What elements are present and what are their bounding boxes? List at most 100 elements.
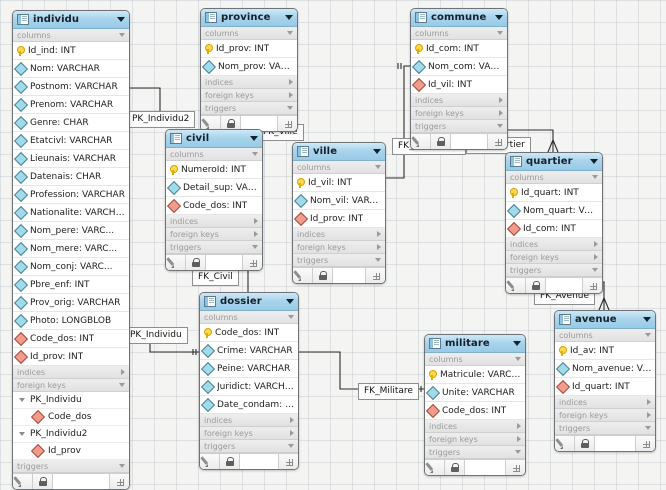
lock-button[interactable]	[526, 278, 546, 293]
relationship-label-pk-individu[interactable]: PK_Individu	[124, 327, 188, 344]
column-row[interactable]: Profession: VARCHAR	[13, 186, 129, 204]
table-header-avenue[interactable]: avenue	[555, 311, 655, 329]
section-indices[interactable]: indices	[200, 414, 298, 427]
column-row[interactable]: Code_dos: INT	[425, 402, 525, 420]
column-row[interactable]: Id_com: INT	[411, 40, 507, 58]
edit-button[interactable]	[293, 268, 313, 283]
section-triggers[interactable]: triggers	[411, 120, 507, 133]
relationship-label-fk-civil[interactable]: FK_Civil	[192, 269, 239, 286]
column-row[interactable]: Lieunais: VARCHAR	[13, 150, 129, 168]
foreign-key-column-row[interactable]: Code_dos	[13, 409, 129, 426]
column-row[interactable]: Id_prov: INT	[201, 40, 297, 58]
section-foreign-keys[interactable]: foreign keys	[425, 433, 525, 446]
column-row[interactable]: Nationalite: VARCHAR	[13, 204, 129, 222]
column-row[interactable]: Matricule: VARCHAR	[425, 366, 525, 384]
table-footer-toolbar[interactable]	[13, 473, 129, 489]
column-row[interactable]: Id_quart: INT	[506, 184, 602, 202]
table-footer-toolbar[interactable]	[555, 435, 655, 451]
resize-handle[interactable]	[279, 457, 298, 466]
section-triggers[interactable]: triggers	[166, 241, 262, 254]
section-indices[interactable]: indices	[425, 420, 525, 433]
resize-handle[interactable]	[636, 439, 655, 448]
column-row[interactable]: NumeroId: INT	[166, 161, 262, 179]
chevron-down-icon[interactable]	[286, 299, 294, 304]
lock-button[interactable]	[575, 436, 595, 451]
column-row[interactable]: Genre: CHAR	[13, 114, 129, 132]
column-row[interactable]: Id_vil: INT	[411, 76, 507, 94]
column-row[interactable]: Pbre_enf: INT	[13, 276, 129, 294]
lock-button[interactable]	[431, 134, 451, 149]
edit-button[interactable]	[555, 436, 575, 451]
section-columns[interactable]: columns	[201, 27, 297, 40]
section-foreign-keys[interactable]: foreign keys	[201, 89, 297, 102]
section-foreign-keys[interactable]: foreign keys	[506, 251, 602, 264]
column-row[interactable]: Nom: VARCHAR	[13, 60, 129, 78]
table-header-province[interactable]: province	[201, 9, 297, 27]
column-row[interactable]: Nom_pere: VARC...	[13, 222, 129, 240]
section-columns[interactable]: columns	[411, 27, 507, 40]
section-triggers[interactable]: triggers	[555, 422, 655, 435]
section-columns[interactable]: columns	[200, 311, 298, 324]
section-triggers[interactable]: triggers	[200, 440, 298, 453]
column-row[interactable]: Unite: VARCHAR	[425, 384, 525, 402]
table-footer-toolbar[interactable]	[425, 459, 525, 475]
chevron-down-icon[interactable]	[250, 136, 258, 141]
column-row[interactable]: Nom_mere: VARC...	[13, 240, 129, 258]
section-foreign-keys[interactable]: foreign keys	[166, 228, 262, 241]
section-foreign-keys[interactable]: foreign keys	[200, 427, 298, 440]
table-footer-toolbar[interactable]	[411, 133, 507, 149]
resize-handle[interactable]	[110, 477, 129, 486]
table-header-quartier[interactable]: quartier	[506, 153, 602, 171]
table-header-civil[interactable]: civil	[166, 130, 262, 148]
resize-handle[interactable]	[506, 463, 525, 472]
table-footer-toolbar[interactable]	[293, 267, 385, 283]
column-row[interactable]: Peine: VARCHAR	[200, 360, 298, 378]
column-row[interactable]: Prenom: VARCHAR	[13, 96, 129, 114]
section-indices[interactable]: indices	[293, 228, 385, 241]
table-footer-toolbar[interactable]	[166, 254, 262, 270]
section-triggers[interactable]: triggers	[506, 264, 602, 277]
column-row[interactable]: Id_com: INT	[506, 220, 602, 238]
section-triggers[interactable]: triggers	[293, 254, 385, 267]
column-row[interactable]: Nom_quart: VARC...	[506, 202, 602, 220]
edit-button[interactable]	[166, 255, 186, 270]
column-row[interactable]: Nom_prov: VARC...	[201, 58, 297, 76]
foreign-key-row[interactable]: PK_Individu	[13, 392, 129, 409]
chevron-down-icon[interactable]	[373, 149, 381, 154]
table-footer-toolbar[interactable]	[506, 277, 602, 293]
column-row[interactable]: Code_dos: INT	[200, 324, 298, 342]
table-header-militare[interactable]: militare	[425, 335, 525, 353]
resize-handle[interactable]	[243, 258, 262, 267]
foreign-key-row[interactable]: PK_Individu2	[13, 426, 129, 443]
section-columns[interactable]: columns	[293, 161, 385, 174]
edit-button[interactable]	[411, 134, 431, 149]
section-indices[interactable]: indices	[166, 215, 262, 228]
chevron-down-icon[interactable]	[513, 341, 521, 346]
table-header-ville[interactable]: ville	[293, 143, 385, 161]
section-foreign-keys[interactable]: foreign keys	[411, 107, 507, 120]
section-columns[interactable]: columns	[506, 171, 602, 184]
section-indices[interactable]: indices	[13, 366, 129, 379]
column-row[interactable]: Id_quart: INT	[555, 378, 655, 396]
section-indices[interactable]: indices	[201, 76, 297, 89]
relationship-label-fk-militare[interactable]: FK_Militare	[358, 383, 419, 400]
edit-button[interactable]	[506, 278, 526, 293]
relationship-label-pk-individu2[interactable]: PK_Individu2	[126, 111, 196, 128]
resize-handle[interactable]	[583, 281, 602, 290]
column-row[interactable]: Nom_com: VARC...	[411, 58, 507, 76]
section-triggers[interactable]: triggers	[13, 460, 129, 473]
section-foreign-keys[interactable]: foreign keys	[293, 241, 385, 254]
lock-button[interactable]	[33, 474, 53, 489]
column-row[interactable]: Crime: VARCHAR	[200, 342, 298, 360]
section-columns[interactable]: columns	[425, 353, 525, 366]
column-row[interactable]: Juridict: VARCHAR	[200, 378, 298, 396]
column-row[interactable]: Code_dos: INT	[13, 330, 129, 348]
lock-button[interactable]	[313, 268, 333, 283]
